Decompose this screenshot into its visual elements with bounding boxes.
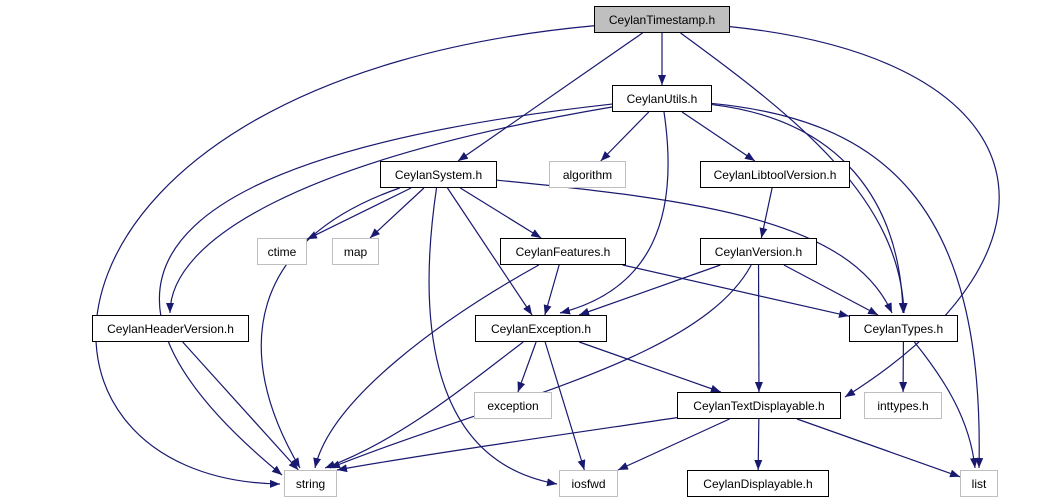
edge-ceylan-text-displayable-to-ceylan-displayable: [754, 418, 763, 471]
edge-ceylan-utils-to-ceylan-libtool-version: [681, 111, 756, 162]
edge-ceylan-utils-to-ceylan-header-version: [166, 106, 613, 314]
edge-ceylan-utils-to-string: [158, 103, 613, 476]
edge-ceylan-system-to-iosfwd: [428, 187, 558, 487]
edge-ceylan-text-displayable-to-iosfwd: [617, 418, 730, 471]
node-ceylan-exception[interactable]: CeylanException.h: [475, 315, 607, 342]
edge-ceylan-version-to-ceylan-exception: [578, 264, 721, 316]
node-ceylan-system[interactable]: CeylanSystem.h: [380, 161, 497, 188]
edge-ceylan-features-to-ceylan-exception: [543, 264, 560, 316]
edge-ceylan-utils-to-algorithm: [600, 111, 650, 162]
node-ceylan-version[interactable]: CeylanVersion.h: [700, 238, 817, 265]
edge-ceylan-features-to-string: [313, 264, 540, 469]
edge-ceylan-text-displayable-to-string: [336, 417, 678, 473]
node-map: map: [332, 238, 379, 265]
edge-ceylan-text-displayable-to-list: [796, 418, 961, 478]
edge-ceylan-system-to-ceylan-exception: [446, 187, 533, 316]
node-iosfwd: iosfwd: [559, 470, 618, 497]
edge-ceylan-version-to-string: [329, 264, 752, 469]
edge-ceylan-types-to-list: [913, 341, 978, 469]
edge-ceylan-libtool-version-to-ceylan-version: [759, 187, 773, 239]
node-ceylan-features[interactable]: CeylanFeatures.h: [500, 238, 626, 265]
edge-ceylan-system-to-string: [260, 187, 400, 469]
node-ceylan-header-version[interactable]: CeylanHeaderVersion.h: [92, 315, 249, 342]
edge-ceylan-exception-to-string: [324, 341, 524, 469]
node-inttypes: inttypes.h: [864, 392, 942, 419]
edge-ceylan-exception-to-ceylan-text-displayable: [579, 341, 721, 393]
node-ceylan-displayable[interactable]: CeylanDisplayable.h: [687, 470, 829, 497]
node-list: list: [960, 470, 998, 497]
edge-ceylan-timestamp-to-ceylan-system: [457, 32, 643, 162]
edge-ceylan-exception-to-iosfwd: [544, 341, 586, 471]
node-ceylan-timestamp: CeylanTimestamp.h: [594, 6, 730, 33]
edge-ceylan-system-to-map: [369, 187, 425, 239]
edge-ceylan-utils-to-ceylan-exception: [559, 111, 669, 315]
edge-ceylan-header-version-to-string: [182, 341, 299, 471]
edge-ceylan-system-to-ceylan-features: [460, 187, 542, 239]
edge-ceylan-utils-to-ceylan-types: [711, 103, 907, 314]
node-ceylan-utils[interactable]: CeylanUtils.h: [612, 85, 712, 112]
edge-ceylan-version-to-ceylan-types: [783, 264, 879, 316]
node-ctime: ctime: [257, 238, 307, 265]
node-ceylan-text-displayable[interactable]: CeylanTextDisplayable.h: [677, 392, 841, 419]
edge-ceylan-timestamp-to-string: [95, 25, 595, 488]
node-string: string: [284, 470, 337, 497]
edge-ceylan-system-to-ctime: [306, 187, 412, 240]
edge-ceylan-utils-to-list: [711, 102, 984, 469]
edge-ceylan-features-to-ceylan-types: [622, 264, 850, 318]
node-exception: exception: [474, 392, 552, 419]
node-ceylan-types[interactable]: CeylanTypes.h: [849, 315, 958, 342]
node-algorithm: algorithm: [549, 161, 626, 188]
edge-ceylan-exception-to-exception: [517, 341, 537, 393]
node-ceylan-libtool-version[interactable]: CeylanLibtoolVersion.h: [700, 161, 850, 188]
edge-ceylan-system-to-ceylan-types: [496, 179, 893, 314]
